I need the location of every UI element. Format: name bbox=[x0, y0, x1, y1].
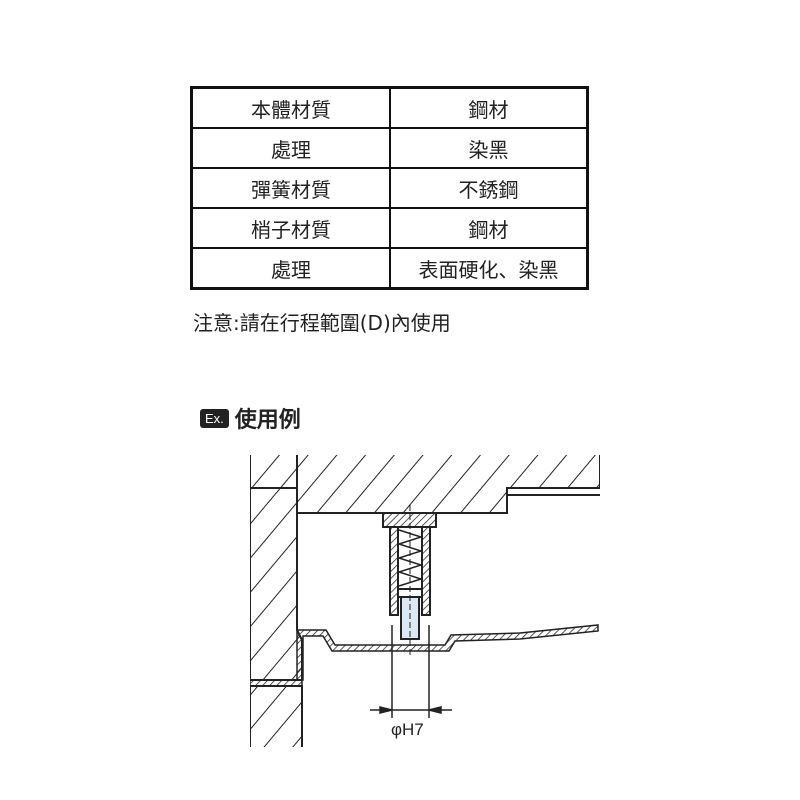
table-row: 本體材質鋼材 bbox=[190, 86, 589, 129]
row-value: 不銹鋼 bbox=[389, 167, 589, 209]
row-label: 處理 bbox=[190, 247, 391, 290]
example-heading: Ex. 使用例 bbox=[200, 402, 301, 434]
table-row: 處理染黑 bbox=[190, 127, 589, 169]
example-title: 使用例 bbox=[234, 408, 301, 433]
row-label: 梢子材質 bbox=[190, 207, 391, 249]
sheet-plate bbox=[296, 624, 599, 681]
dimension-label: φH7 bbox=[391, 720, 424, 739]
spring-plunger bbox=[382, 505, 437, 655]
spring-icon bbox=[396, 529, 424, 587]
row-value: 表面硬化、染黑 bbox=[389, 247, 589, 290]
row-label: 彈簧材質 bbox=[190, 167, 391, 209]
ex-badge: Ex. bbox=[200, 408, 229, 428]
left-wall bbox=[250, 487, 303, 681]
dimension-lines bbox=[370, 625, 452, 718]
row-label: 本體材質 bbox=[190, 86, 391, 129]
row-value: 鋼材 bbox=[389, 207, 589, 249]
row-label: 處理 bbox=[190, 127, 391, 169]
table-row: 梢子材質鋼材 bbox=[190, 207, 589, 249]
top-block bbox=[296, 455, 600, 514]
spec-table: 本體材質鋼材 處理染黑 彈簧材質不銹鋼 梢子材質鋼材 處理表面硬化、染黑 bbox=[190, 86, 589, 290]
table-row: 處理表面硬化、染黑 bbox=[190, 247, 589, 290]
usage-note: 注意:請在行程範圍(D)內使用 bbox=[193, 311, 451, 335]
table-row: 彈簧材質不銹鋼 bbox=[190, 167, 589, 209]
row-value: 染黑 bbox=[389, 127, 589, 169]
row-value: 鋼材 bbox=[389, 86, 589, 129]
